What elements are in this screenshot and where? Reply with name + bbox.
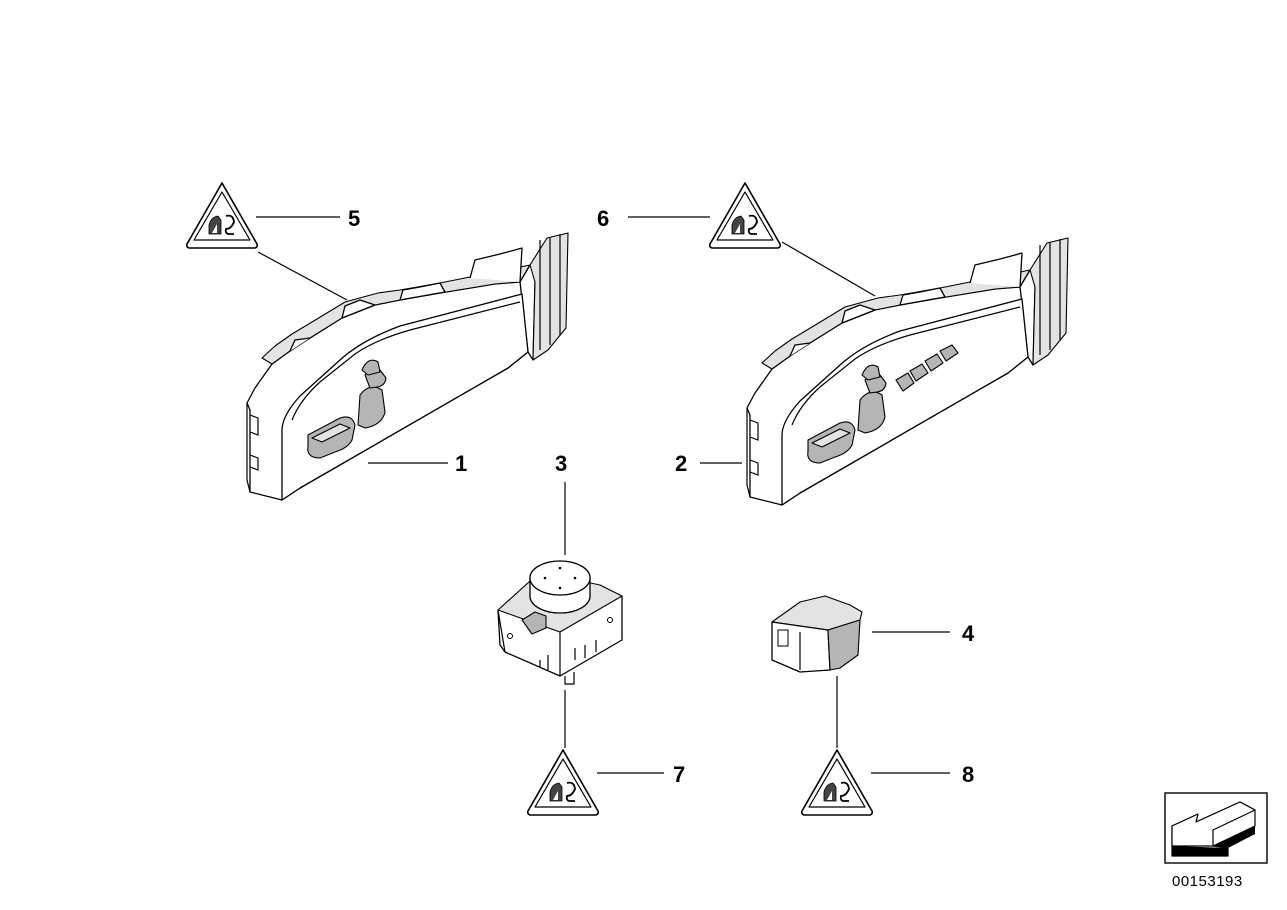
callout-4: 4	[962, 621, 975, 646]
part-1-seat-adjustment-switch	[246, 232, 569, 501]
callout-3: 3	[555, 451, 567, 476]
part-3-controller-switch	[497, 560, 623, 685]
esd-warning-triangle-icon	[185, 182, 259, 249]
esd-warning-triangle-icon	[708, 182, 782, 249]
esd-warning-triangle-icon	[800, 749, 874, 816]
callout-1: 1	[455, 451, 467, 476]
callout-2: 2	[675, 451, 687, 476]
callout-6: 6	[597, 206, 609, 231]
part-4-switch	[771, 595, 863, 673]
callout-8: 8	[962, 762, 974, 787]
callout-5: 5	[348, 206, 360, 231]
esd-warning-triangle-icon	[526, 749, 600, 816]
reference-number: 00153193	[1172, 873, 1243, 890]
back-arrow-icon[interactable]	[1164, 792, 1268, 864]
leader-line-5b	[257, 251, 348, 301]
leader-line-6b	[781, 241, 876, 297]
memory-buttons	[895, 344, 959, 392]
callout-7: 7	[673, 762, 685, 787]
part-2-seat-adjustment-switch-memory	[746, 237, 1069, 506]
